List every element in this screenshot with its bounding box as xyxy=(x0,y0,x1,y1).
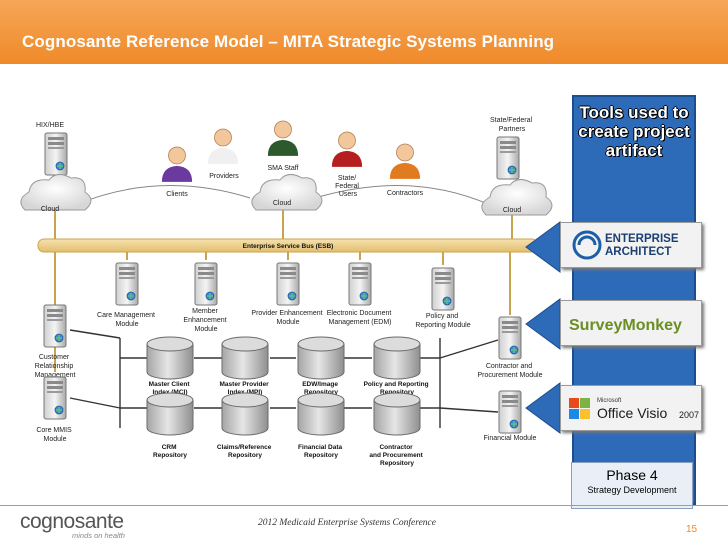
page-title: Cognosante Reference Model – MITA Strate… xyxy=(22,32,555,51)
visio-label: Office Visio xyxy=(597,405,668,421)
esb-label: Enterprise Service Bus (ESB) xyxy=(243,243,334,250)
policy-reporting-label: Policy and Reporting Module xyxy=(415,313,470,329)
contractors-label: Contractors xyxy=(387,190,424,197)
brand-wordmark: cognosante xyxy=(20,510,124,533)
page-number: 15 xyxy=(686,524,698,535)
crm-label: Customer Relationship Management xyxy=(35,354,76,379)
contractor-repository-label: Contractor and Procurement Repository xyxy=(369,444,424,467)
phase-box: Phase 4 Strategy Development xyxy=(571,462,693,509)
surveymonkey-card: SurveyMonkey xyxy=(560,300,702,346)
repository-row-bottom: CRM Repository Claims/Reference Reposito… xyxy=(146,392,424,467)
edw-label: EDW/Image Repository xyxy=(302,381,340,396)
arrow-visio xyxy=(525,382,561,434)
sma-staff-label: SMA Staff xyxy=(268,165,299,172)
cloud-left-label: Cloud xyxy=(41,206,59,213)
surveymonkey-logo: SurveyMonkey xyxy=(569,317,682,334)
tools-title: Tools used to create project artifact xyxy=(578,103,690,160)
state-federal-users-label: State/ Federal Users xyxy=(335,175,361,198)
cloud-center: Cloud xyxy=(251,174,323,211)
phase-subtitle: Strategy Development xyxy=(587,485,677,495)
enterprise-architect-logo: ENTERPRISE ARCHITECT xyxy=(572,230,679,260)
tool-arrows xyxy=(525,221,561,434)
financial-repository-label: Financial Data Repository xyxy=(298,444,344,459)
clients-label: Clients xyxy=(166,191,188,198)
arrow-surveymonkey xyxy=(525,298,561,350)
ea-line1: ENTERPRISE xyxy=(605,233,679,245)
provider-enhancement-label: Provider Enhancement Module xyxy=(251,310,324,326)
hix-label: HIX/HBE xyxy=(36,122,64,129)
header-bar: Cognosante Reference Model – MITA Strate… xyxy=(0,0,728,64)
cloud-center-label: Cloud xyxy=(273,200,291,207)
conference-label: 2012 Medicaid Enterprise Systems Confere… xyxy=(258,518,436,528)
reference-model-diagram: HIX/HBE State/Federal Partners Cloud Clo… xyxy=(20,117,553,467)
cloud-right: Cloud xyxy=(481,179,553,216)
ea-logo-icon xyxy=(572,230,602,260)
edm-label: Electronic Document Management (EDM) xyxy=(327,310,394,326)
claims-repository-label: Claims/Reference Repository xyxy=(217,444,273,459)
repository-connectors xyxy=(69,329,499,428)
contractor-procurement-label: Contractor and Procurement Module xyxy=(478,363,543,379)
visio-year: 2007 xyxy=(679,410,699,420)
member-enhancement-label: Member Enhancement Module xyxy=(183,308,228,333)
cloud-right-label: Cloud xyxy=(503,207,521,214)
office-logo-icon xyxy=(569,398,590,419)
cloud-left: Cloud xyxy=(20,174,92,213)
arrow-ea xyxy=(525,221,561,273)
visio-logo: Microsoft Office Visio 2007 xyxy=(569,398,699,421)
footer-divider xyxy=(0,505,728,506)
surveymonkey-label: SurveyMonkey xyxy=(569,317,682,334)
people-group: Clients Providers SMA Staff State/ Feder… xyxy=(161,120,424,198)
visio-card: Microsoft Office Visio 2007 xyxy=(560,385,702,431)
crm-repository-label: CRM Repository xyxy=(153,444,187,459)
phase-title: Phase 4 xyxy=(606,467,658,483)
brand-logo: cognosante xyxy=(20,510,124,534)
brand-tagline: minds on health xyxy=(72,531,125,540)
providers-label: Providers xyxy=(209,173,239,180)
state-federal-partners-label: State/Federal Partners xyxy=(490,117,534,133)
enterprise-architect-card: ENTERPRISE ARCHITECT xyxy=(560,222,702,268)
visio-brand: Microsoft xyxy=(597,398,622,404)
ea-line2: ARCHITECT xyxy=(605,246,671,258)
core-mmis-label: Core MMIS Module xyxy=(36,427,73,443)
financial-label: Financial Module xyxy=(484,435,537,442)
policy-repository-label: Policy and Reporting Repository xyxy=(364,381,431,396)
care-management-label: Care Management Module xyxy=(97,312,157,328)
module-row: Care Management Module Member Enhancemen… xyxy=(97,262,471,333)
